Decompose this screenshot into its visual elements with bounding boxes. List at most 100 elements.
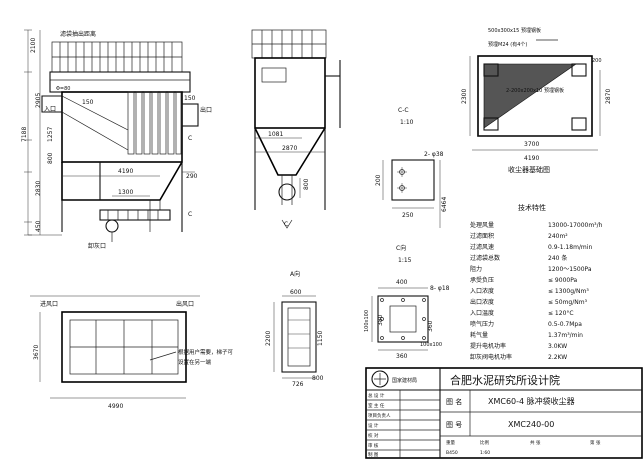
drawing-name-value: XMC60-4 脉冲袋收尘器 [488,396,575,406]
tech-label-3: 过滤袋总数 [470,254,500,262]
front-top-label: 滤袋抽出距离 [60,30,96,38]
plan-outlet-label: 出风口 [176,300,194,308]
foundation-title: 收尘器基础图 [508,165,550,174]
tech-label-2: 过滤风速 [470,243,494,251]
tech-label-7: 出口浓度 [470,298,494,306]
tech-label-11: 提升电机功率 [470,342,506,350]
view-a-dim-2200: 2200 [265,331,272,346]
front-view [24,29,199,242]
side-view [251,29,341,229]
view-c-dim-360-bottom: 360 [396,353,408,360]
plan-inlet-label: 进风口 [40,300,58,308]
front-dim-150-left: 150 [82,99,94,106]
front-dim-290: 290 [186,173,198,180]
view-c-dim-400: 400 [396,279,408,286]
view-c-dim-100-bottom: 100x100 [420,342,442,348]
tech-value-1: 240m² [548,233,568,240]
labels: 滤袋抽出距离 2100 2905 7188 1257 800 2830 450 … [21,27,612,458]
foundation-dim-3700: 3700 [524,141,539,148]
inlet-label: 入口 [44,106,56,113]
plan-note-2: 设置在另一端 [178,358,212,366]
tech-label-1: 过滤面积 [470,232,494,240]
tech-value-0: 13000-17000m³/h [548,222,603,229]
title-row-4: 校 对 [368,432,379,439]
section-cc-hole: 2- φ38 [424,151,444,158]
plan-view [30,295,200,399]
side-section-mark: C [284,221,288,228]
plan-note-1: 根据用户需要，梯子可 [178,348,234,356]
view-a-dim-600: 600 [290,289,302,296]
tech-value-3: 240 条 [548,254,567,262]
tech-label-12: 卸灰阀电机功率 [470,353,512,361]
tech-title: 技术特性 [518,203,546,212]
foundation-dim-200: 200 [592,58,602,64]
front-dim-4190: 4190 [118,168,133,175]
side-dim-800: 800 [303,178,310,190]
section-cc-dim-250: 250 [402,212,414,219]
front-dim-450: 450 [35,220,42,232]
drawing-name-label: 图 名 [446,397,462,406]
tech-label-0: 处理风量 [470,221,494,229]
footer-weight-value: B450 [446,450,458,456]
foundation-plan [469,39,601,151]
outlet-label: 出口 [200,106,212,114]
tech-label-6: 入口浓度 [470,287,494,295]
drawing-number-value: XMC240-00 [508,420,554,429]
tech-value-10: 1.37m³/min [548,332,583,339]
title-row-3: 设 计 [368,422,379,429]
tech-label-8: 入口温度 [470,309,494,317]
section-cc-title: C-C [398,107,409,114]
section-mark-c1: C [188,135,192,142]
title-row-2: 项目负责人 [368,412,391,419]
tech-value-12: 2.2KW [548,354,567,361]
front-dim-150-right: 150 [184,95,196,102]
front-dim-2905: 2905 [35,93,42,108]
foundation-mid-note: 预埋M24 (有4个) [488,41,527,48]
footer-weight-label: 重量 [446,439,455,446]
title-block [365,367,643,459]
title-row-6: 制 图 [368,451,379,458]
view-c-scale: 1:15 [398,257,412,264]
tech-value-9: 0.5-0.7Mpa [548,321,582,328]
title-row-5: 审 核 [368,442,379,449]
view-c-hole: 8- φ18 [430,285,450,292]
front-dim-7188: 7188 [21,127,28,142]
tech-value-6: ≤ 1300g/Nm³ [548,288,589,295]
front-dim-2830: 2830 [35,181,42,196]
front-dim-1300: 1300 [118,189,133,196]
section-mark-c2: C [188,211,192,218]
tech-value-8: ≤ 120°C [548,310,574,317]
view-a-dim-800: 800 [312,375,324,382]
front-dim-2100: 2100 [30,38,37,53]
footer-scale-label: 比例 [480,439,489,446]
view-a-dim-1150: 1150 [317,331,324,346]
ash-outlet-label: 卸灰口 [88,242,106,250]
plan-dim-4990: 4990 [108,403,123,410]
plan-dim-3670: 3670 [33,345,40,360]
title-row-0: 总 设 计 [368,392,385,399]
section-cc-dim-200: 200 [375,174,382,186]
view-a-title: A向 [290,270,300,278]
tech-value-2: 0.9-1.18m/min [548,244,592,251]
foundation-dim-2300: 2300 [461,89,468,104]
tech-value-4: 1200～1500Pa [548,266,592,273]
footer-sheets-total: 共 张 [530,439,541,446]
tech-value-7: ≤ 50mg/Nm³ [548,299,588,306]
drawing-number-label: 图 号 [446,421,462,429]
view-a-dim-726: 726 [292,381,304,388]
section-cc-scale: 1:10 [400,119,414,126]
tech-label-5: 承受负压 [470,276,494,284]
institute-name: 合肥水泥研究所设计院 [450,373,560,387]
section-cc-dim-6464: 6464 [441,197,448,212]
side-dim-2870: 2870 [282,145,297,152]
tech-label-4: 阻力 [470,265,482,273]
foundation-dim-4190: 4190 [524,155,539,162]
foundation-inner-note: 2-200x200x10 预埋钢板 [506,87,564,94]
tech-value-11: 3.0KW [548,343,567,350]
tech-label-9: 喷气压力 [470,320,494,328]
view-c-dim-380: 380 [377,314,384,326]
footer-scale-value: 1:60 [480,450,490,456]
front-dim-1257: 1257 [47,127,54,142]
side-dim-1081: 1081 [268,131,283,138]
